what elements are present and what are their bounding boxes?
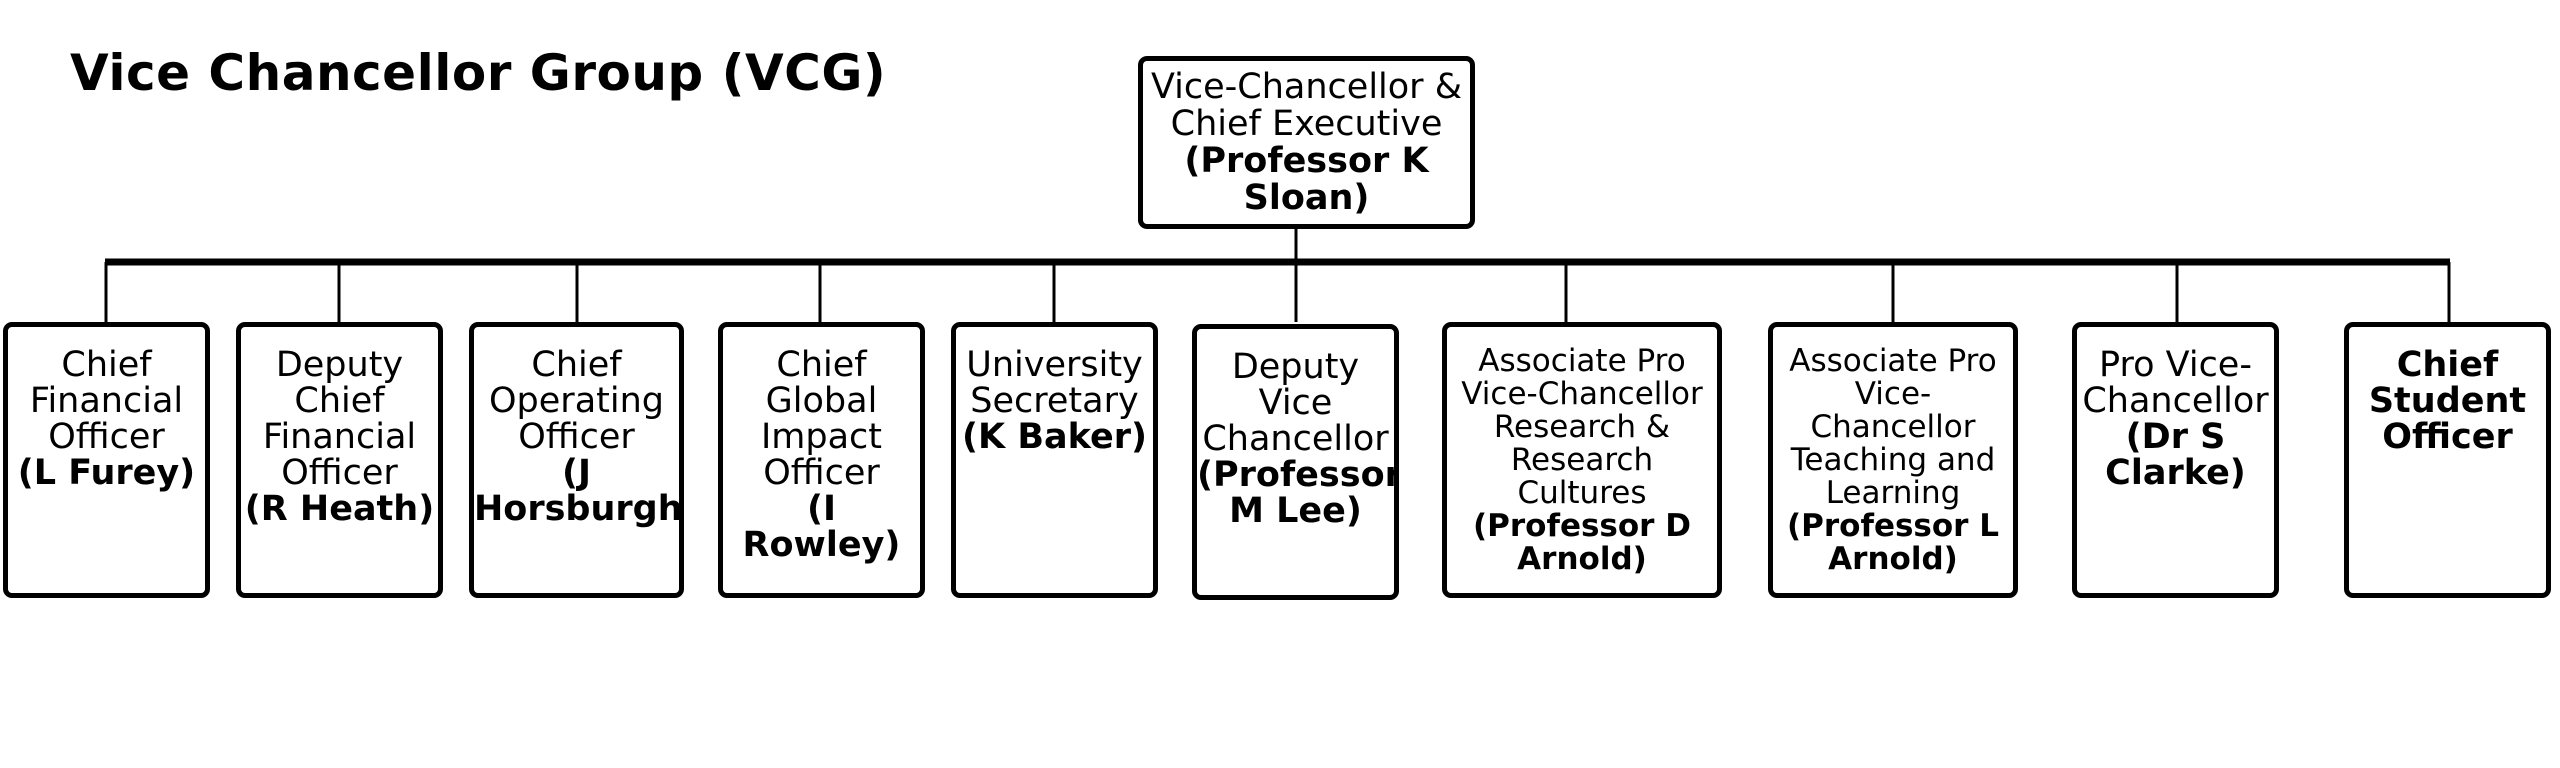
chief-financial-officer-box: Chief Financial Officer (L Furey) (3, 322, 210, 598)
report-role: Associate Pro Vice-Chancellor Teaching a… (1789, 343, 1997, 511)
report-holder: (K Baker) (962, 417, 1147, 457)
associate-pvc-research-box: Associate Pro Vice-Chancellor Research &… (1442, 322, 1722, 598)
report-holder: (Professor L Arnold) (1786, 508, 2000, 577)
deputy-vice-chancellor-box: Deputy Vice Chancellor (Professor M Lee) (1192, 324, 1399, 600)
report-holder: (L Furey) (17, 453, 196, 493)
vice-chancellor-role: Vice-Chancellor & Chief Executive (1150, 67, 1462, 144)
report-role: Pro Vice-Chancellor (2082, 345, 2269, 421)
deputy-chief-financial-officer-box: Deputy Chief Financial Officer (R Heath) (236, 322, 443, 598)
report-holder: (Professor D Arnold) (1473, 508, 1691, 577)
university-secretary-box: University Secretary (K Baker) (951, 322, 1158, 598)
chief-global-impact-officer-box: Chief Global Impact Officer (I Rowley) (718, 322, 925, 598)
report-holder: (Professor M Lee) (1197, 455, 1399, 531)
chief-student-officer-box: Chief Student Officer (2344, 322, 2551, 598)
report-role: Chief Global Impact Officer (760, 345, 883, 493)
report-role: Chief Student Officer (2368, 345, 2527, 457)
report-role: Deputy Chief Financial Officer (262, 345, 417, 493)
report-holder: (I Rowley) (742, 489, 901, 565)
report-role: University Secretary (966, 345, 1143, 421)
chief-operating-officer-box: Chief Operating Officer (J Horsburgh) (469, 322, 684, 598)
report-holder: (R Heath) (244, 489, 435, 529)
report-role: Deputy Vice Chancellor (1202, 347, 1389, 459)
page-title: Vice Chancellor Group (VCG) (70, 44, 887, 102)
report-holder: (Dr S Clarke) (2105, 417, 2246, 493)
vice-chancellor-holder: (Professor K Sloan) (1184, 141, 1429, 218)
associate-pvc-teaching-box: Associate Pro Vice-Chancellor Teaching a… (1768, 322, 2018, 598)
pro-vice-chancellor-box: Pro Vice-Chancellor (Dr S Clarke) (2072, 322, 2279, 598)
report-role: Associate Pro Vice-Chancellor Research &… (1461, 343, 1703, 511)
vice-chancellor-box: Vice-Chancellor & Chief Executive (Profe… (1138, 56, 1475, 229)
report-holder: (J Horsburgh) (474, 453, 684, 529)
report-role: Chief Financial Officer (29, 345, 184, 457)
report-role: Chief Operating Officer (489, 345, 664, 457)
